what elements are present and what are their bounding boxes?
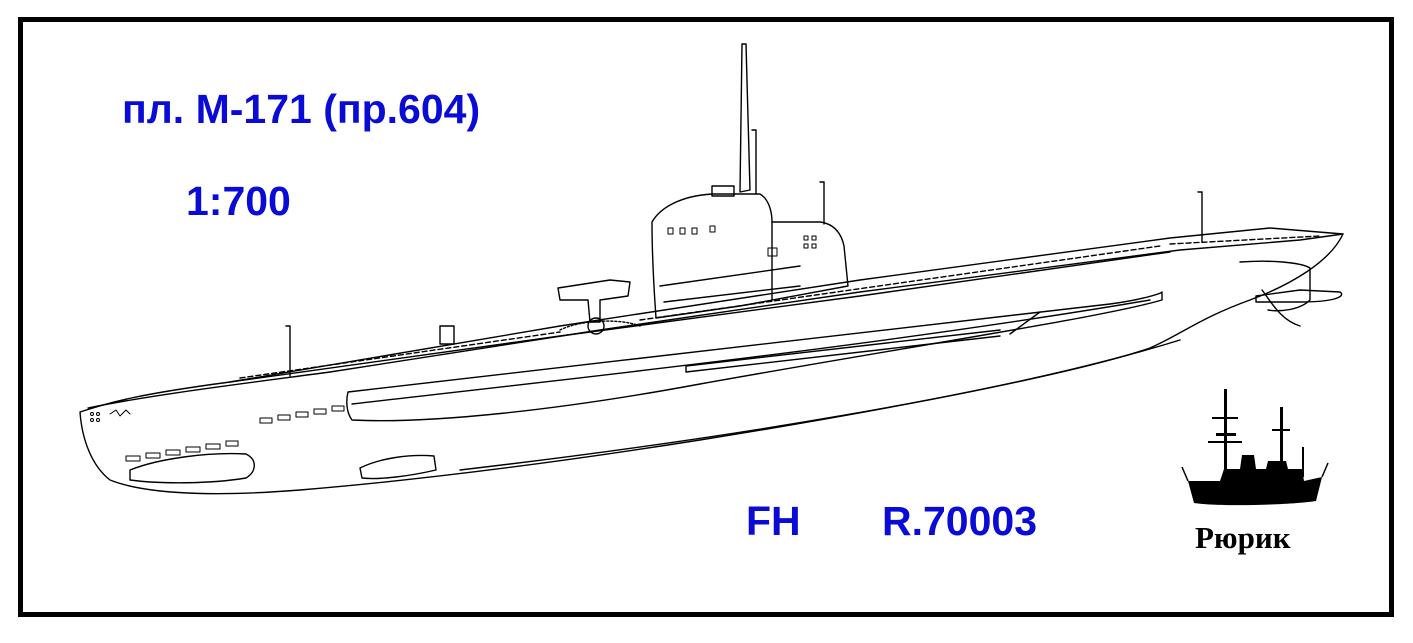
conning-tower <box>651 193 849 319</box>
hull-port-row-2 <box>125 440 239 462</box>
gun-mount <box>587 317 605 335</box>
hull-lower-line <box>459 339 1181 471</box>
mast-bow <box>1197 191 1203 243</box>
bow-keel <box>1239 260 1311 312</box>
hull-outline <box>79 227 1344 495</box>
side-tank <box>346 291 1163 422</box>
periscope-2 <box>751 129 757 195</box>
model-title: пл. М-171 (пр.604) <box>122 86 481 132</box>
deck-line-2 <box>229 251 1171 383</box>
hull-port-row-1 <box>259 405 345 424</box>
mast-stern <box>285 325 291 377</box>
tower-line-2 <box>663 285 801 303</box>
gun-deck-ring <box>559 320 641 331</box>
mast-tower <box>819 181 825 225</box>
brand-name: Рюрик <box>1195 520 1291 555</box>
model-scale: 1:700 <box>186 178 291 224</box>
stern-fairing <box>129 452 255 484</box>
bow-deck-vent <box>1009 311 1041 335</box>
deck-gun <box>557 279 631 323</box>
stern-detail <box>90 409 131 422</box>
bow-post <box>1261 289 1301 327</box>
hull-fitting <box>359 454 437 480</box>
deck-box <box>439 325 455 345</box>
tower-hatch <box>711 185 735 197</box>
deck-line <box>87 233 1344 409</box>
catalog-number: R.70003 <box>882 498 1038 544</box>
tower-line-1 <box>659 265 801 287</box>
side-tank-line <box>351 299 1151 405</box>
maker-code: FH <box>746 498 801 544</box>
periscope-main <box>739 43 751 193</box>
brand-logo-ship-icon <box>1181 389 1329 506</box>
frame-border <box>18 17 1394 617</box>
tower-windows <box>667 225 817 257</box>
bow-fin <box>1255 289 1343 303</box>
side-stripe <box>685 329 1001 373</box>
